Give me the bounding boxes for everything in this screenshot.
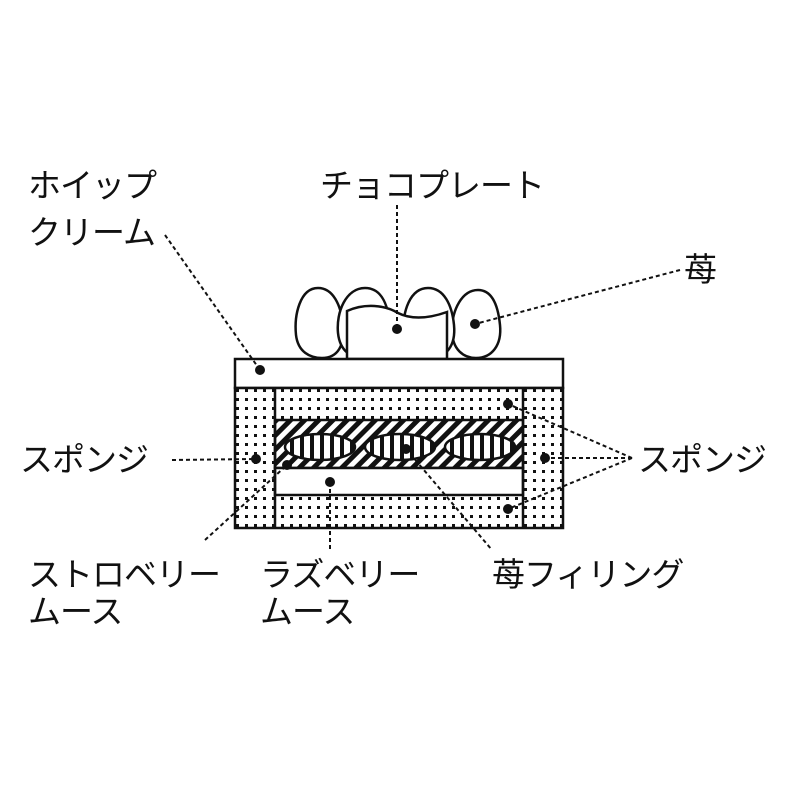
label-sponge-left: スポンジ	[20, 440, 149, 479]
label-choco-plate: チョコプレート	[320, 166, 545, 205]
label-whipped-cream-2: クリーム	[28, 213, 156, 252]
filling-oval-1	[283, 432, 357, 462]
label-sponge-right: スポンジ	[638, 440, 767, 479]
label-whipped-cream-1: ホイップ	[28, 166, 157, 205]
leader-lines	[164, 205, 681, 551]
filling-oval-3	[443, 432, 517, 462]
label-strawberry-filling: 苺フィリング	[492, 555, 684, 594]
label-strawberry: 苺	[684, 250, 717, 289]
whipped-cream-layer	[233, 357, 565, 390]
marker-dots	[251, 319, 550, 514]
strawberry-1	[294, 286, 345, 360]
label-raspberry-mousse-1: ラズベリー	[260, 555, 420, 594]
filling-oval-2	[363, 432, 437, 462]
label-strawberry-mousse-1: ストロベリー	[28, 555, 221, 594]
raspberry-mousse-layer	[273, 466, 525, 497]
label-strawberry-mousse-2: ムース	[28, 592, 123, 631]
label-raspberry-mousse-2: ムース	[260, 592, 355, 631]
